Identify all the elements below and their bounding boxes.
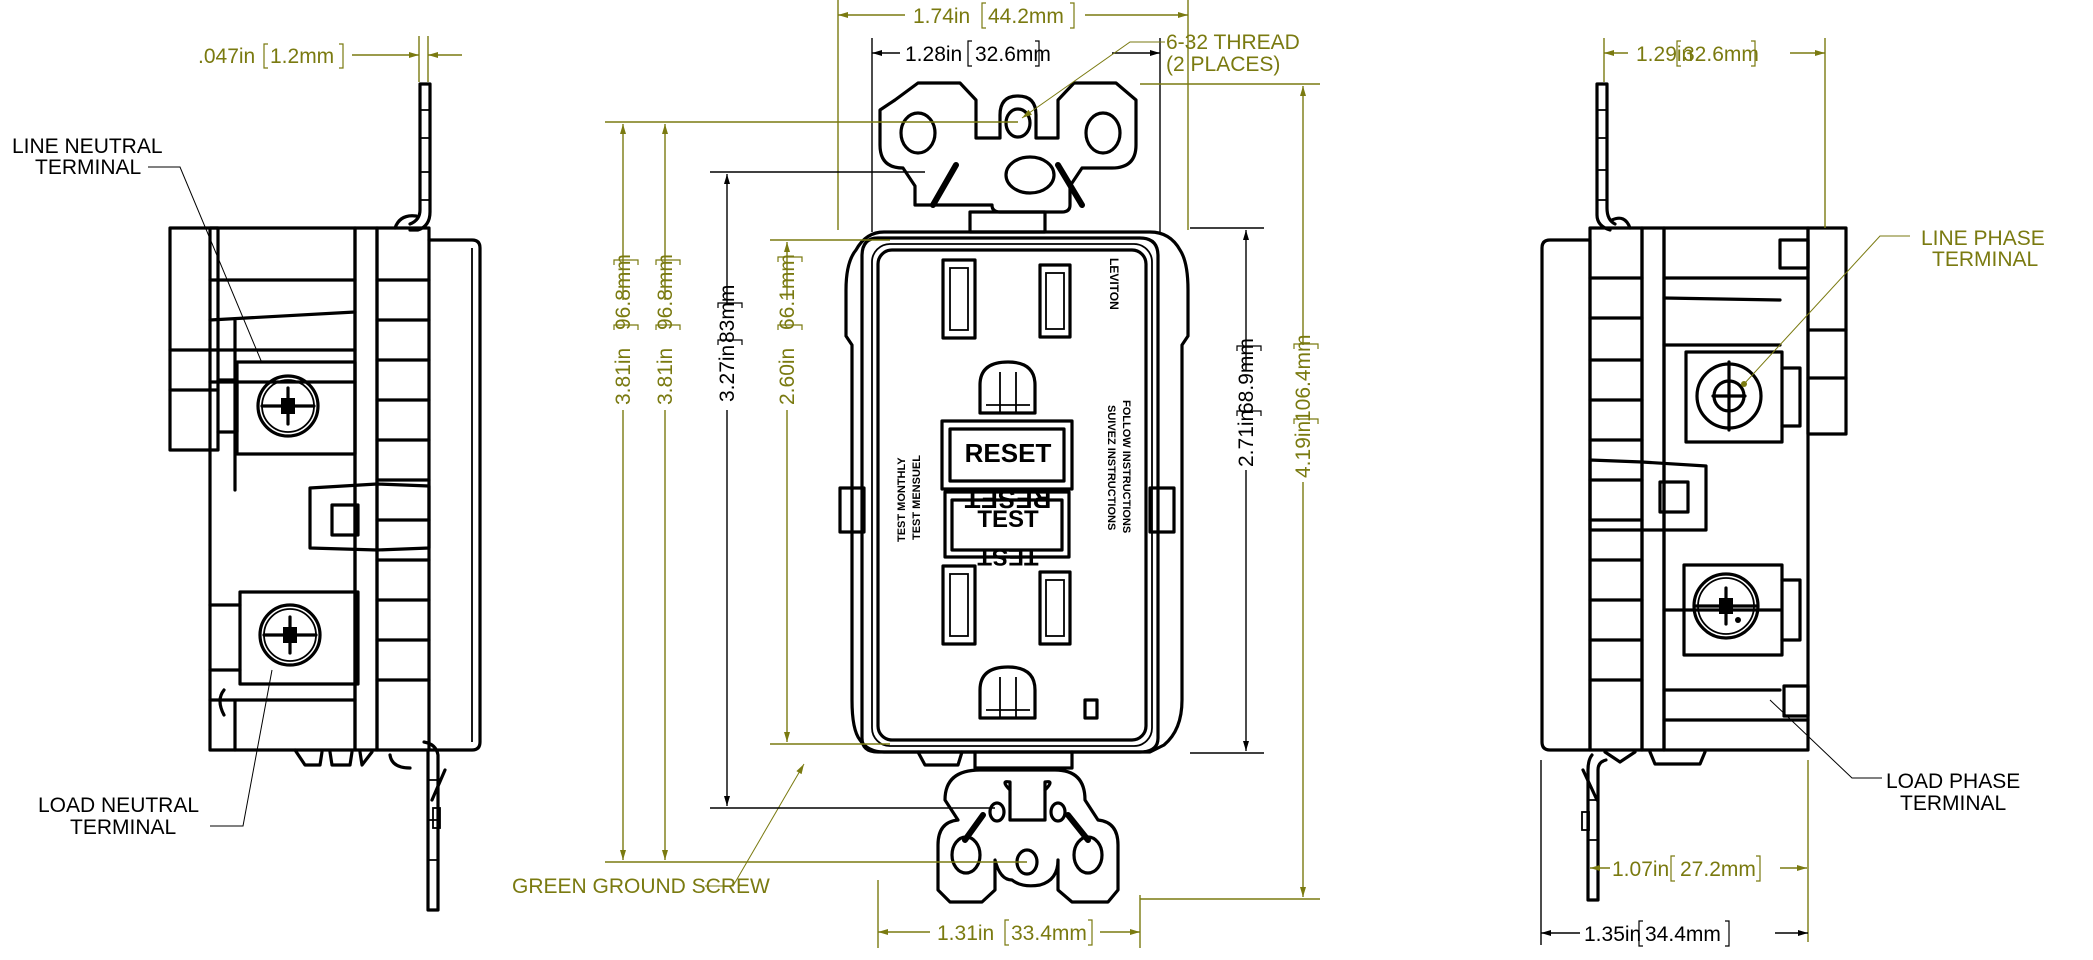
left-note-line1: TEST MONTHLY	[896, 457, 908, 542]
callout-line-phase: LINE PHASE TERMINAL	[1741, 227, 2045, 387]
dim-strap-thickness-metric: 1.2mm	[270, 45, 334, 68]
callout-line-neutral: LINE NEUTRAL TERMINAL	[12, 135, 263, 364]
dim-back-depth-imperial: 1.07in	[1612, 858, 1669, 881]
top-mounting-strap	[878, 81, 1138, 234]
dim-body-height-imperial: 2.71in	[1235, 410, 1258, 467]
callout-thread-line1: 6-32 THREAD	[1166, 31, 1300, 54]
upper-outlet	[941, 258, 1072, 415]
dim-face-height-imperial: 2.60in	[776, 348, 799, 405]
dim-strap-width-bottom-imperial: 1.31in	[937, 922, 994, 945]
callout-line-phase-line2: TERMINAL	[1932, 248, 2038, 271]
dim-strap-thickness-imperial: .047in	[198, 45, 255, 68]
callout-ground-screw-label: GREEN GROUND SCREW	[512, 875, 770, 898]
callout-load-neutral-line2: TERMINAL	[70, 816, 176, 839]
load-neutral-screw	[208, 590, 360, 717]
callout-line-neutral-line1: LINE NEUTRAL	[12, 135, 163, 158]
dim-overall-height-metric: 106.4mm	[1292, 334, 1315, 422]
dim-face-height-metric: 66.1mm	[776, 254, 799, 330]
left-side-view: LINE NEUTRAL TERMINAL LOAD NEUTRAL TERMI…	[12, 36, 482, 912]
left-note-line2: TEST MENSUEL	[911, 455, 923, 540]
test-button[interactable]: TEST TEST	[943, 490, 1071, 570]
receptacle-body	[838, 230, 1190, 754]
dim-back-depth: 1.07in 27.2mm	[1590, 760, 1809, 942]
dim-mounting-hole-spacing-b-metric: 96.8mm	[654, 254, 677, 330]
dim-overall-depth: 1.35in 34.4mm	[1540, 760, 1808, 947]
dim-strap-width-top: 1.28in 32.6mm	[871, 38, 1161, 232]
dim-top-depth: 1.29in 32.6mm	[1603, 38, 1826, 228]
line-phase-screw	[1684, 350, 1802, 444]
right-note-line2: SUIVEZ INSTRUCTIONS	[1105, 405, 1117, 530]
brand-label: LEVITON	[1107, 258, 1121, 310]
right-note-line1: FOLLOW INSTRUCTIONS	[1120, 400, 1132, 533]
front-view: RESET RESET TEST TEST LEVITON FOLLOW INS…	[512, 0, 1320, 948]
dim-strap-thickness: .047in 1.2mm	[198, 36, 462, 82]
dim-body-height: 2.71in 68.9mm	[1190, 227, 1264, 754]
line-neutral-screw	[216, 360, 357, 456]
callout-line-neutral-line2: TERMINAL	[35, 156, 141, 179]
dim-overall-depth-metric: 34.4mm	[1645, 923, 1721, 946]
dim-overall-width-imperial: 1.74in	[913, 5, 970, 28]
callout-load-neutral-line1: LOAD NEUTRAL	[38, 794, 199, 817]
callout-ground-screw: GREEN GROUND SCREW	[512, 763, 805, 898]
dim-overall-height: 4.19in 106.4mm	[1140, 83, 1320, 900]
dim-mounting-hole-spacing-a-metric: 96.8mm	[612, 254, 635, 330]
dim-overall-height-imperial: 4.19in	[1292, 421, 1315, 478]
dim-overall-width-metric: 44.2mm	[988, 5, 1064, 28]
right-body	[1540, 226, 1848, 766]
test-button-label-inverted: TEST	[977, 543, 1039, 570]
dim-body-height-metric: 68.9mm	[1235, 338, 1258, 414]
dim-face-height: 2.60in 66.1mm	[770, 239, 890, 745]
dim-strap-body-height: 3.27in 83mm	[710, 171, 995, 809]
callout-load-phase-line2: TERMINAL	[1900, 792, 2006, 815]
callout-thread: 6-32 THREAD (2 PLACES)	[1021, 31, 1300, 119]
reset-button-label: RESET	[965, 438, 1052, 468]
callout-line-phase-line1: LINE PHASE	[1921, 227, 2045, 250]
callout-load-phase: LOAD PHASE TERMINAL	[1769, 699, 2020, 815]
dim-top-depth-imperial: 1.29in	[1636, 43, 1693, 66]
dim-strap-width-top-metric: 32.6mm	[975, 43, 1051, 66]
dim-overall-width: 1.74in 44.2mm	[837, 0, 1189, 230]
left-body	[168, 226, 482, 770]
left-mounting-strap	[393, 82, 447, 912]
callout-load-phase-line1: LOAD PHASE	[1886, 770, 2020, 793]
load-phase-screw	[1682, 563, 1802, 657]
dim-strap-width-bottom: 1.31in 33.4mm	[877, 880, 1141, 948]
dim-back-depth-metric: 27.2mm	[1680, 858, 1756, 881]
callout-thread-line2: (2 PLACES)	[1166, 53, 1280, 76]
lower-outlet	[941, 564, 1099, 720]
test-button-label: TEST	[977, 506, 1039, 533]
dim-strap-width-bottom-metric: 33.4mm	[1011, 922, 1087, 945]
right-side-view: LINE PHASE TERMINAL LOAD PHASE TERMINAL …	[1540, 38, 2045, 947]
dim-strap-width-top-imperial: 1.28in	[905, 43, 962, 66]
callout-load-neutral: LOAD NEUTRAL TERMINAL	[38, 669, 273, 839]
dim-strap-body-height-imperial: 3.27in	[716, 345, 739, 402]
dim-mounting-hole-spacing-b-imperial: 3.81in	[654, 348, 677, 405]
dim-strap-body-height-metric: 83mm	[716, 285, 739, 343]
bottom-mounting-strap	[916, 750, 1120, 904]
dim-mounting-hole-spacing-a: 3.81in 96.8mm	[605, 121, 1027, 863]
dim-mounting-hole-spacing-a-imperial: 3.81in	[612, 348, 635, 405]
dim-overall-depth-imperial: 1.35in	[1584, 923, 1641, 946]
dim-mounting-hole-spacing-b: 3.81in 96.8mm	[654, 124, 681, 860]
dim-top-depth-metric: 32.6mm	[1683, 43, 1759, 66]
